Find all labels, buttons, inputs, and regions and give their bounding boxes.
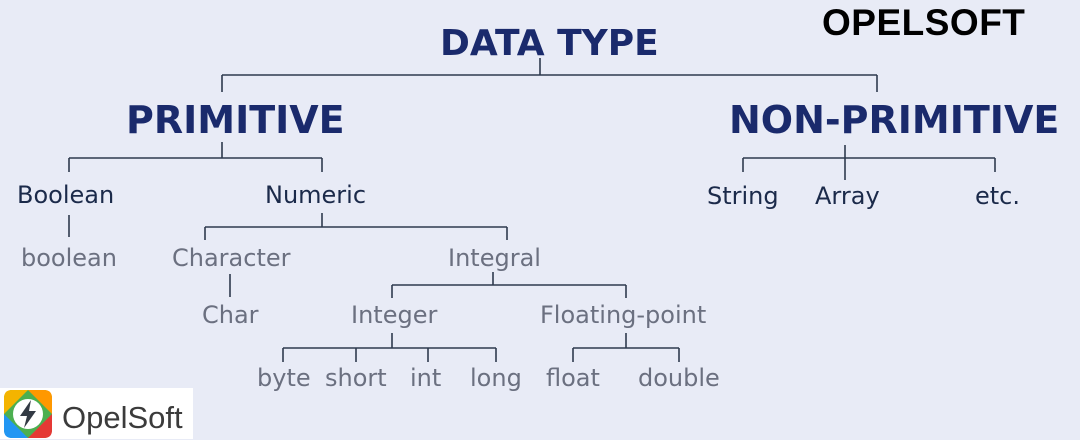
node-data-type: DATA TYPE: [440, 23, 659, 64]
node-boolean-leaf: boolean: [21, 244, 117, 272]
node-boolean: Boolean: [17, 181, 115, 209]
node-primitive: PRIMITIVE: [126, 98, 345, 142]
node-string: String: [707, 182, 779, 210]
node-non-primitive: NON-PRIMITIVE: [729, 98, 1060, 142]
node-array: Array: [815, 182, 880, 210]
node-short: short: [325, 364, 387, 392]
node-double: double: [638, 364, 720, 392]
lightning-bolt-icon: [4, 390, 52, 438]
node-character: Character: [172, 244, 291, 272]
node-integer: Integer: [351, 301, 438, 329]
node-numeric: Numeric: [265, 181, 367, 209]
node-float: float: [546, 364, 600, 392]
brand-logo-text: OpelSoft: [62, 400, 183, 435]
brand-logo: OpelSoft: [0, 388, 193, 439]
node-long: long: [470, 364, 522, 392]
brand-wordmark: OPELSOFT: [822, 2, 1026, 43]
node-integral: Integral: [448, 244, 541, 272]
node-int: int: [410, 364, 442, 392]
node-byte: byte: [257, 364, 311, 392]
node-etc: etc.: [975, 182, 1020, 210]
node-floating-point: Floating-point: [540, 301, 707, 329]
node-char: Char: [202, 301, 259, 329]
